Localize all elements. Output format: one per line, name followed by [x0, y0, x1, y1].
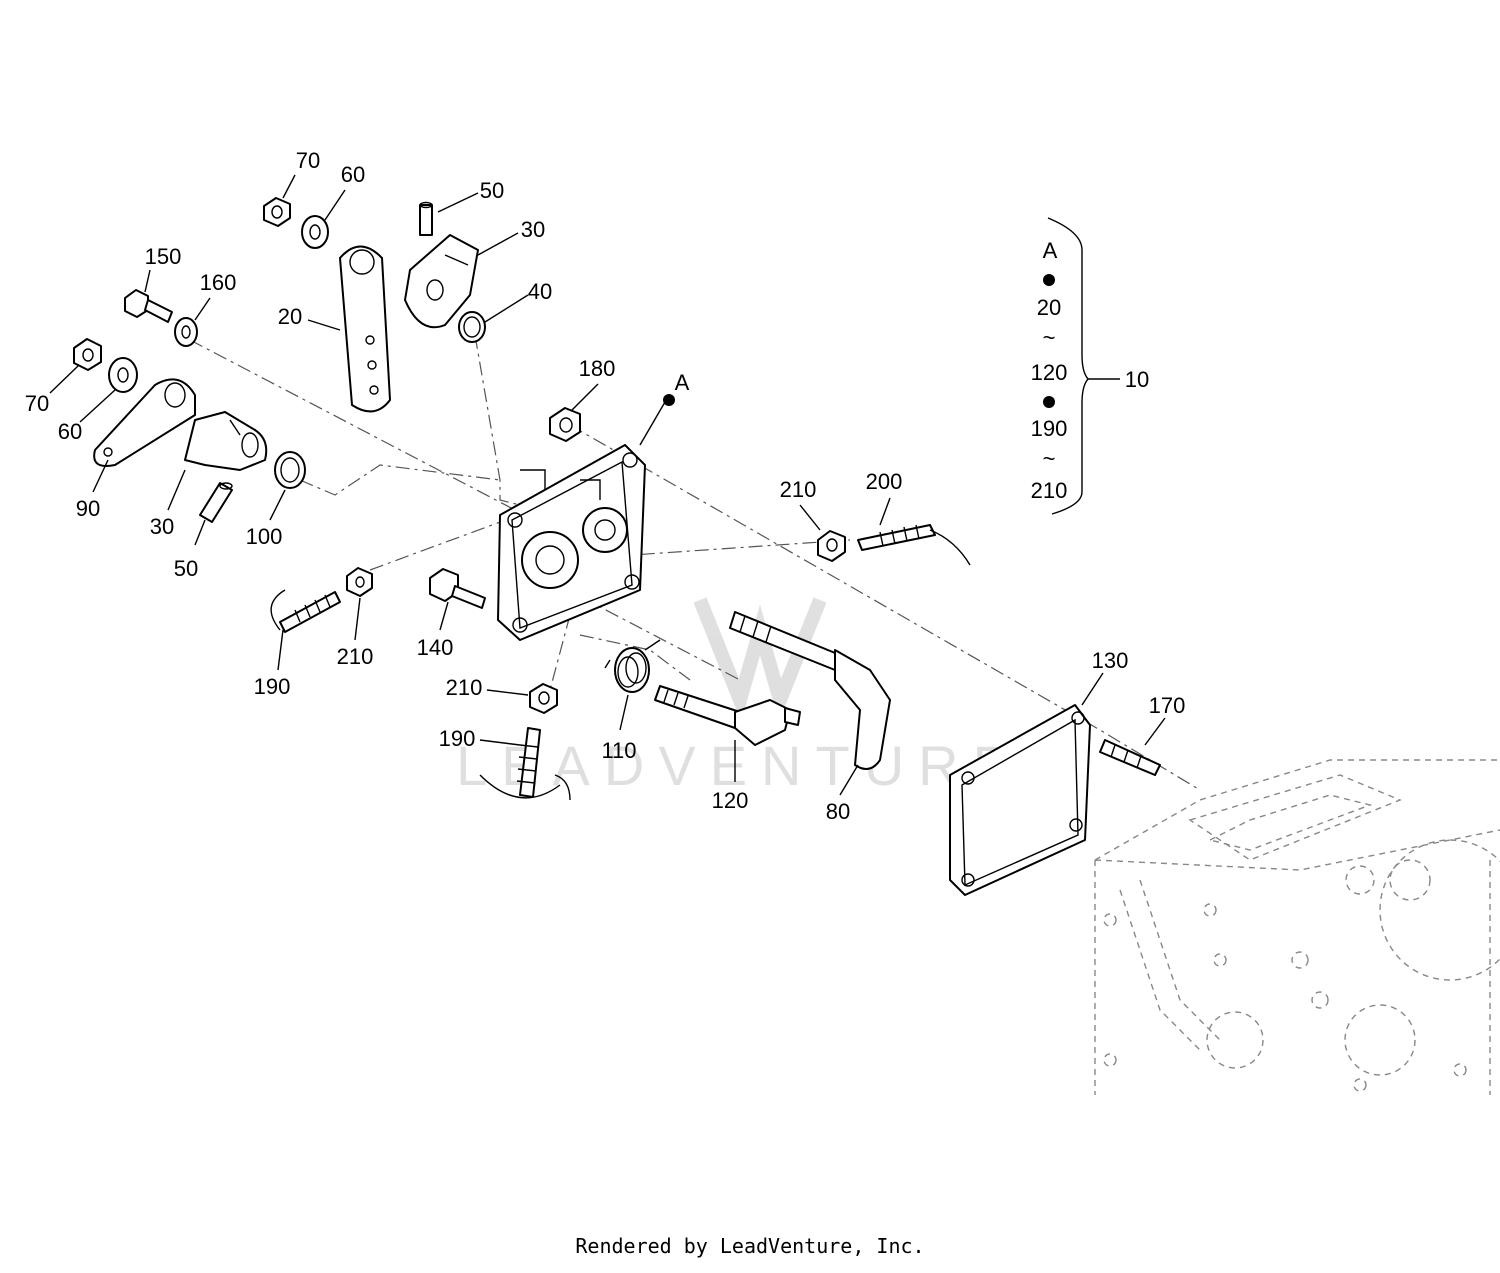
washer-60-top — [301, 215, 329, 249]
lever-20 — [339, 245, 391, 413]
lever-90 — [93, 378, 196, 467]
spring-110 — [604, 639, 661, 693]
callout-210-right: 210 — [780, 477, 817, 502]
watermark: LEADVENTURE — [456, 597, 1024, 797]
key-dot-1 — [1043, 274, 1055, 286]
key-to-1: 120 — [1031, 360, 1068, 385]
callout-210-bottom: 210 — [446, 675, 483, 700]
nut-210-left — [346, 567, 373, 597]
gasket-130 — [949, 704, 1091, 896]
callout-40: 40 — [528, 279, 552, 304]
washer-40 — [458, 311, 486, 343]
callout-170: 170 — [1149, 693, 1186, 718]
callout-100: 100 — [246, 524, 283, 549]
nut-70-left — [73, 338, 102, 371]
key-from-2: 190 — [1031, 416, 1068, 441]
pin-50-left — [199, 482, 233, 523]
callout-130: 130 — [1092, 648, 1129, 673]
engine-block — [1094, 759, 1500, 1095]
governor-cover-a — [497, 444, 646, 641]
bolt-140 — [429, 568, 486, 609]
key-to-2: 210 — [1031, 478, 1068, 503]
key-range-2: ~ — [1043, 446, 1056, 471]
callout-200: 200 — [866, 469, 903, 494]
nut-210-right — [817, 530, 846, 562]
assembly-key: A 20 ~ 120 190 ~ 210 10 — [1031, 217, 1149, 515]
callout-60-left: 60 — [58, 419, 82, 444]
nut-210-bottom — [529, 683, 558, 714]
lever-30-left — [184, 411, 268, 471]
shaft-80 — [729, 611, 891, 770]
bolt-150 — [124, 289, 173, 323]
callout-140: 140 — [417, 635, 454, 660]
callout-190-bottom: 190 — [439, 726, 476, 751]
dot-a-cover — [663, 394, 675, 406]
callout-30-top: 30 — [521, 217, 545, 242]
callout-160: 160 — [200, 270, 237, 295]
shaft-120 — [654, 685, 801, 746]
callout-210-left: 210 — [337, 644, 374, 669]
callout-90: 90 — [76, 496, 100, 521]
stud-170 — [1099, 739, 1161, 776]
callout-120: 120 — [712, 788, 749, 813]
callout-50-left: 50 — [174, 556, 198, 581]
washer-60-left — [108, 357, 138, 393]
callout-50-top: 50 — [480, 178, 504, 203]
pin-50-top — [419, 201, 433, 236]
leader-lines — [49, 174, 1166, 796]
callout-labels: 70 60 50 30 150 160 20 40 180 A 70 60 90… — [25, 148, 1186, 824]
watermark-text: LEADVENTURE — [456, 734, 1024, 797]
callout-110: 110 — [601, 738, 636, 763]
footer-credit: Rendered by LeadVenture, Inc. — [575, 1234, 925, 1258]
key-dot-2 — [1043, 396, 1055, 408]
nut-70-top — [263, 197, 291, 227]
callout-70-left: 70 — [25, 391, 49, 416]
callout-190-left: 190 — [254, 674, 291, 699]
key-a: A — [1043, 238, 1058, 263]
callout-a-cover: A — [675, 370, 690, 395]
callout-70-top: 70 — [296, 148, 320, 173]
callout-150: 150 — [145, 244, 182, 269]
washer-160 — [174, 317, 198, 347]
callout-80: 80 — [826, 799, 850, 824]
callout-30-left: 30 — [150, 514, 174, 539]
screw-190-bottom — [479, 727, 571, 801]
nut-180 — [549, 407, 581, 442]
callout-60-top: 60 — [341, 162, 365, 187]
lever-30-top — [404, 234, 479, 329]
screw-190-left — [270, 589, 341, 633]
key-range-1: ~ — [1043, 325, 1056, 350]
key-assembly: 10 — [1125, 367, 1149, 392]
bush-100 — [274, 451, 306, 489]
screw-200 — [857, 524, 971, 566]
key-from-1: 20 — [1037, 295, 1061, 320]
callout-180: 180 — [579, 356, 616, 381]
callout-20: 20 — [278, 304, 302, 329]
